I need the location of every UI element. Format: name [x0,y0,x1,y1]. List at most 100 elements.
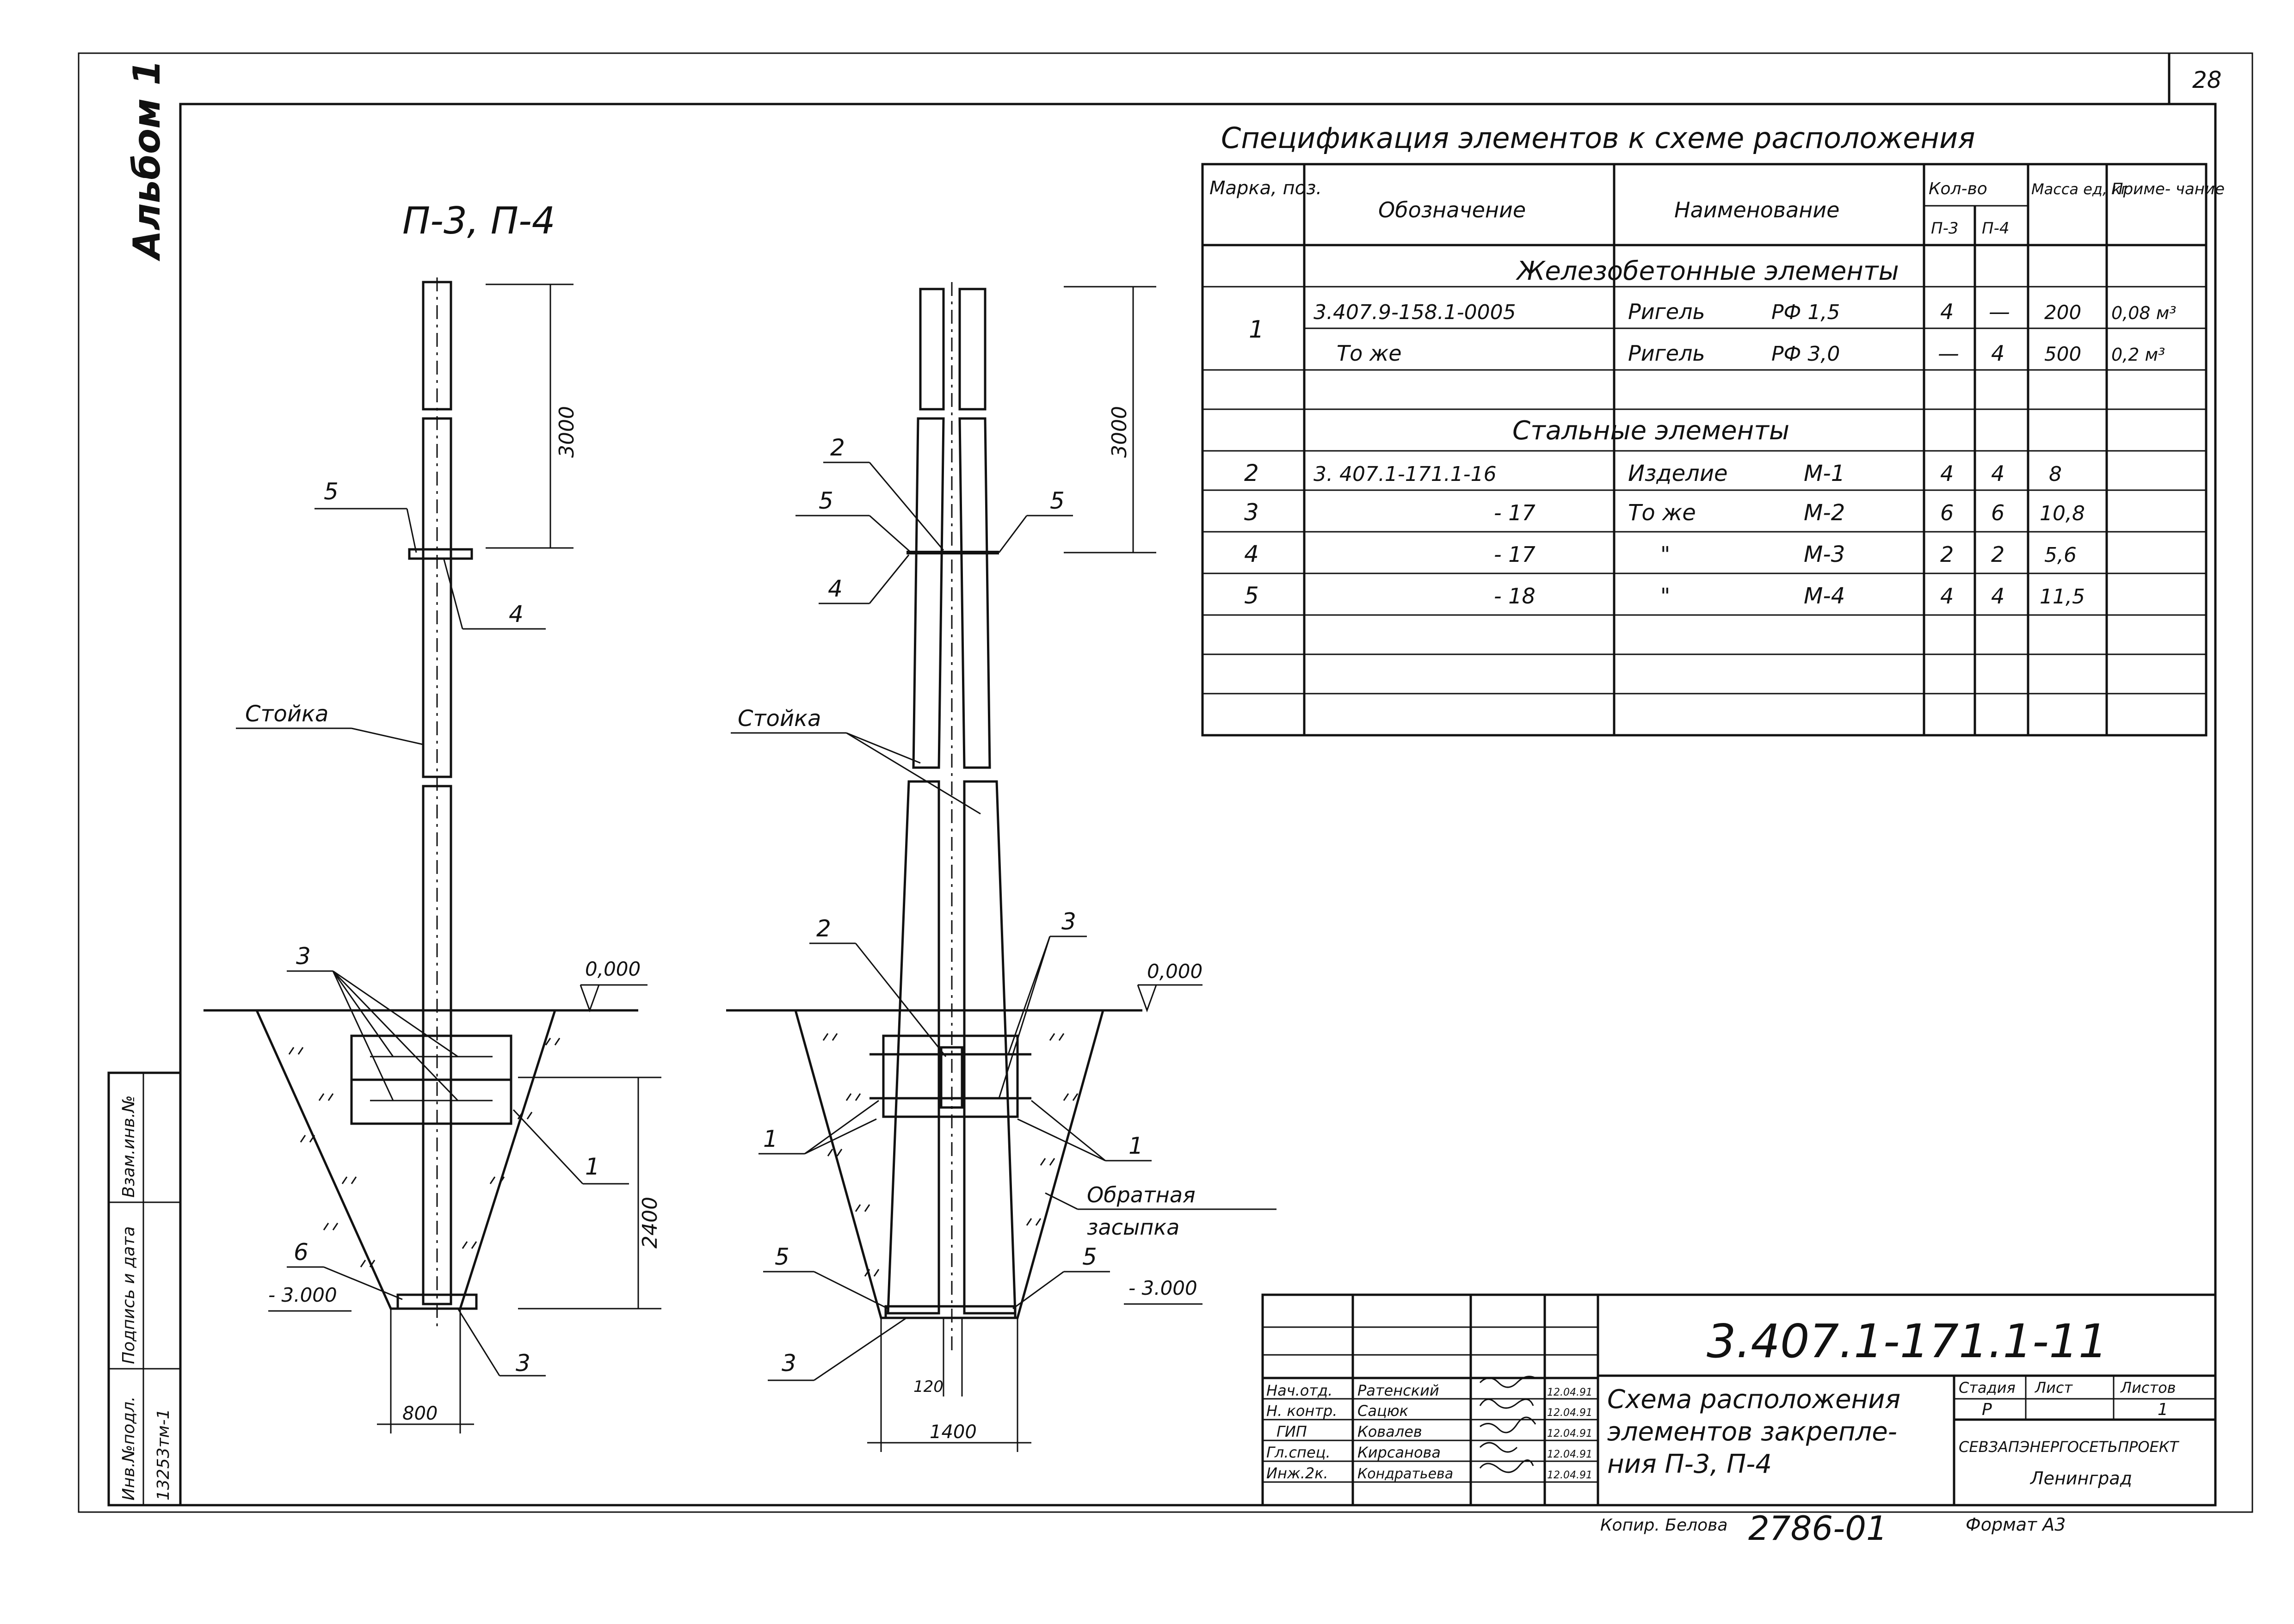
row-s4-p3: 4 [1940,584,1954,609]
row-c1-name: Ригель [1628,299,1705,324]
format-label: Формат А3 [1966,1514,2066,1535]
row-s2-p3: 6 [1940,500,1954,525]
dim-800: 800 [402,1403,438,1424]
specification: Спецификация элементов к схеме расположе… [1201,121,2225,737]
row-s3-mass: 5,6 [2044,543,2077,567]
row-s1-p4: 4 [1991,461,2004,486]
stage-value: Р [1982,1400,1992,1419]
role-name-2: Ковалев [1357,1423,1422,1440]
level-bottom-left: - 3.000 [268,1284,337,1306]
copy-number: 2786-01 [1748,1509,1887,1548]
callout-5-right-a: 5 [819,487,833,514]
hdr-note: Приме- чание [2111,180,2225,198]
dim-3000-left: 3000 [555,406,579,458]
drawing-title: П-3, П-4 [402,199,555,242]
strip-podpis: Подпись и дата [119,1226,138,1364]
level-top-left: 0,000 [585,958,641,980]
spec-title: Спецификация элементов к схеме расположе… [1221,121,1975,155]
callout-6-left: 6 [294,1239,308,1266]
row-c2-p3: — [1938,341,1959,366]
role-3: Гл.спец. [1266,1444,1331,1461]
row-s1-type: М-1 [1804,461,1845,486]
desc-line-1: Схема расположения [1607,1384,1900,1415]
copied-by: Копир. Белова [1600,1516,1727,1535]
role-name-3: Кирсанова [1357,1444,1441,1461]
row-s3-p3: 2 [1940,542,1954,567]
role-2: ГИП [1276,1423,1307,1440]
right-elevation: 3000 1400 120 0,000 - 3.000 2 5 5 4 Стой… [726,282,1276,1452]
role-date-1: 12.04.91 [1547,1407,1592,1419]
row-s4-pos: 5 [1244,582,1259,609]
section-steel: Стальные элементы [1512,416,1789,446]
album-label: Альбом 1 [125,60,168,262]
row-s2-name: То же [1628,500,1696,526]
desc-line-3: ния П-3, П-4 [1607,1449,1772,1479]
row-c1-pos: 1 [1249,316,1264,344]
section-concrete: Железобетонные элементы [1516,256,1899,286]
role-date-4: 12.04.91 [1547,1470,1592,1481]
sheet-label: Лист [2035,1379,2073,1396]
row-s1-p3: 4 [1940,461,1954,486]
row-s1-name: Изделие [1628,461,1728,486]
desc-line-2: элементов закрепле- [1607,1417,1897,1447]
left-elevation: 3000 2400 800 0,000 - 3.000 5 4 Стойка 3… [204,277,662,1433]
drawing-code: 3.407.1-171.1-11 [1707,1314,2108,1368]
callout-5-right-c: 5 [775,1243,789,1270]
role-0: Нач.отд. [1266,1382,1332,1399]
row-s4-mass: 11,5 [2040,585,2085,609]
row-s3-pos: 4 [1244,541,1259,567]
dim-1400: 1400 [930,1421,977,1443]
callout-1-right-a: 1 [763,1126,778,1152]
hdr-designation: Обозначение [1378,197,1526,222]
inner-frame [179,103,2217,1507]
callout-2-right-top: 2 [830,434,845,461]
row-s4-designation: - 18 [1494,584,1536,609]
role-date-0: 12.04.91 [1547,1387,1592,1398]
page-number: 28 [2192,67,2222,93]
callout-3-left-top: 3 [296,943,311,970]
label-stoika-left: Стойка [245,701,328,727]
callout-2-right-bottom: 2 [816,915,831,942]
role-1: Н. контр. [1266,1402,1337,1420]
row-s3-type: М-3 [1804,541,1845,567]
row-c1-type: РФ 1,5 [1771,301,1840,324]
sheets-label: Листов [2120,1379,2176,1396]
row-s2-mass: 10,8 [2040,502,2085,525]
row-c1-mass: 200 [2044,301,2081,324]
hdr-qty-p3: П-3 [1931,219,1958,238]
hdr-qty-p4: П-4 [1982,219,2009,238]
row-s3-name: " [1660,542,1670,567]
row-s3-designation: - 17 [1494,542,1536,567]
row-s2-type: М-2 [1804,500,1845,526]
row-s4-p4: 4 [1991,584,2004,609]
row-s3-p4: 2 [1991,542,2004,567]
row-c2-p4: 4 [1991,341,2004,366]
row-c1-note: 0,08 м³ [2111,303,2177,323]
callout-3-left-bottom: 3 [516,1350,530,1377]
role-date-2: 12.04.91 [1547,1428,1592,1439]
callout-5-left: 5 [324,478,339,505]
row-s2-pos: 3 [1244,499,1259,526]
label-stoika-right: Стойка [738,706,821,732]
label-backfill-1: Обратная [1087,1182,1196,1207]
stage-label: Стадия [1959,1379,2016,1396]
strip-vzam: Взам.инв.№ [119,1095,138,1198]
dim-2400: 2400 [638,1197,662,1249]
role-name-1: Сацюк [1357,1402,1409,1420]
level-bottom-right: - 3.000 [1128,1277,1197,1299]
row-c2-note: 0,2 м³ [2111,344,2165,365]
callout-5-right-d: 5 [1082,1243,1097,1270]
row-c2-name: Ригель [1628,341,1705,366]
dim-3000-right: 3000 [1108,406,1131,458]
callout-5-right-b: 5 [1050,487,1065,514]
row-s4-type: М-4 [1804,583,1845,609]
strip-inv: Инв.№подл. [119,1396,138,1501]
row-s1-mass: 8 [2049,462,2062,486]
row-s2-p4: 6 [1991,500,2004,525]
label-backfill-2: засыпка [1087,1215,1179,1240]
callout-1-left: 1 [585,1153,600,1180]
row-c2-mass: 500 [2044,343,2081,365]
sheets-value: 1 [2158,1400,2168,1419]
